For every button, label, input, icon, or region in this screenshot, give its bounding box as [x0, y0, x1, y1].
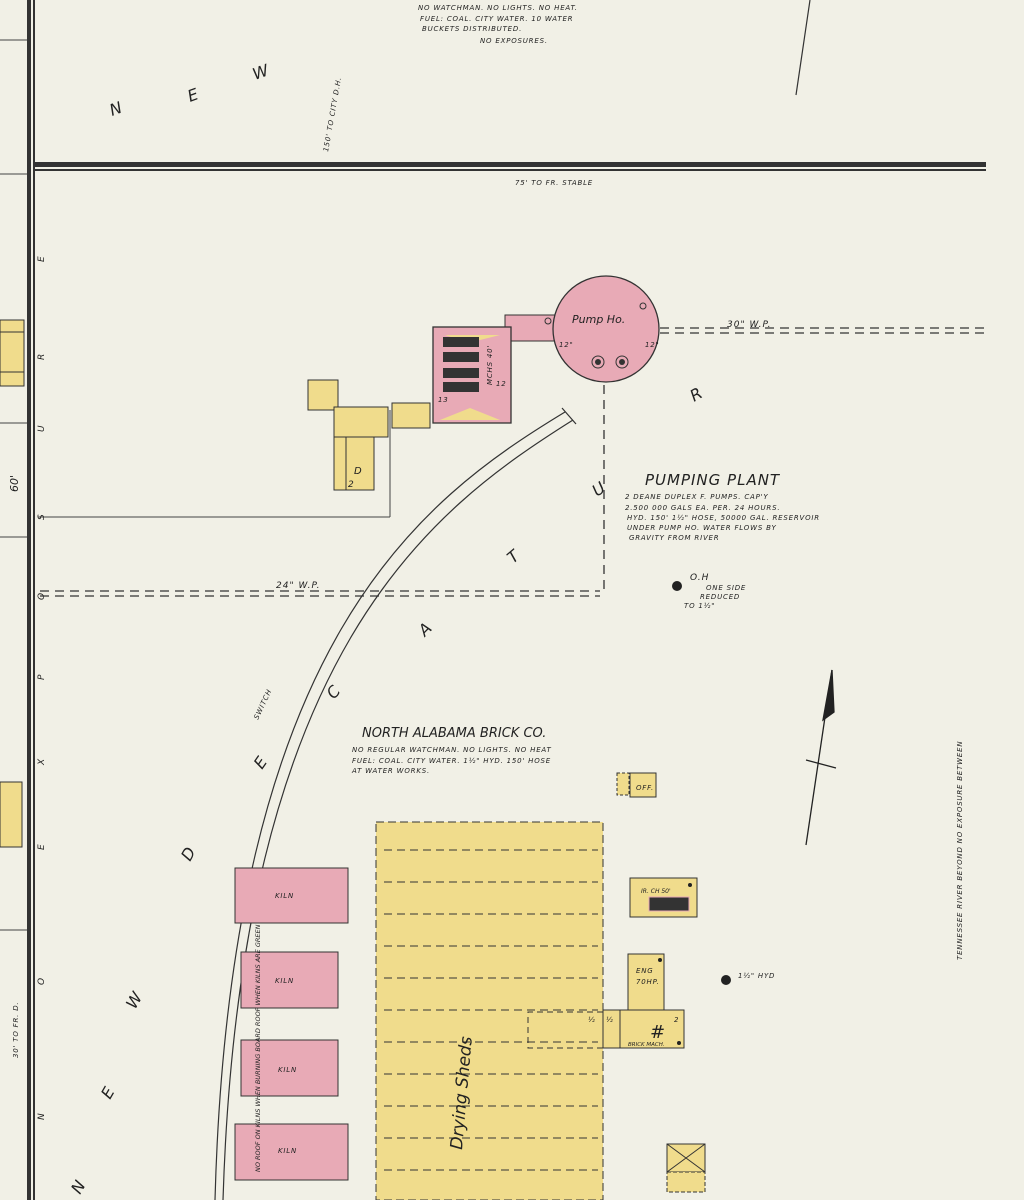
dry-hydrant: O.H ONE SIDE REDUCED TO 1½"	[672, 573, 746, 610]
kilns: KILN KILN KILN KILN NO ROOF ON KILNS WHE…	[234, 867, 349, 1181]
svg-text:E: E	[250, 752, 272, 772]
svg-text:U: U	[37, 425, 47, 432]
svg-text:W: W	[250, 60, 272, 84]
svg-text:13: 13	[438, 396, 449, 404]
svg-text:AT WATER WORKS.: AT WATER WORKS.	[351, 767, 430, 775]
pump-house: Pump Ho. 12" 12"	[504, 275, 660, 383]
svg-text:U: U	[588, 478, 609, 500]
hydrant-icon: 1½" HYD	[721, 972, 775, 985]
svg-text:70HP.: 70HP.	[636, 978, 660, 986]
fr-d-label: 30' TO FR. D.	[12, 1002, 20, 1058]
fr-stable-label: 75' TO FR. STABLE	[515, 179, 593, 187]
office: OFF.	[616, 772, 657, 798]
svg-text:N: N	[37, 1113, 47, 1120]
svg-text:ONE SIDE: ONE SIDE	[706, 584, 746, 592]
svg-text:MCHS 40': MCHS 40'	[486, 345, 494, 385]
svg-text:12": 12"	[559, 341, 574, 349]
svg-text:1½" HYD: 1½" HYD	[738, 972, 775, 980]
svg-text:OFF.: OFF.	[636, 784, 654, 792]
top-note-line: FUEL: COAL. CITY WATER. 10 WATER	[420, 15, 573, 23]
svg-text:R: R	[687, 383, 706, 405]
svg-text:ENG: ENG	[636, 967, 653, 975]
wp-24-label: 24" W.P.	[276, 581, 321, 591]
svg-text:2 DEANE DUPLEX F. PUMPS. CAP'Y: 2 DEANE DUPLEX F. PUMPS. CAP'Y	[625, 493, 768, 501]
svg-text:FUEL: COAL. CITY WATER. 1½" H: FUEL: COAL. CITY WATER. 1½" HYD. 150' HO…	[352, 757, 551, 765]
svg-text:O.H: O.H	[690, 573, 709, 583]
engine-and-brick-machine: ENG 70HP. # 2 BRICK MACH. ½ ½	[527, 953, 685, 1049]
svg-text:D: D	[177, 844, 200, 864]
svg-text:2.500 000 GALS EA. PER. 24 HOU: 2.500 000 GALS EA. PER. 24 HOURS.	[625, 504, 780, 512]
svg-text:GRAVITY FROM RIVER: GRAVITY FROM RIVER	[629, 534, 719, 542]
kiln-label: KILN	[275, 977, 294, 985]
svg-text:#: #	[650, 1022, 665, 1043]
street-left: E R U S O P X E O N	[37, 256, 47, 1120]
svg-text:2: 2	[348, 480, 354, 490]
switch-label: SWITCH	[253, 688, 274, 721]
city-dh-label: 150' TO CITY D.H.	[322, 76, 343, 152]
boiler-house: MCHS 40' 12 13	[432, 326, 512, 424]
svg-text:12": 12"	[645, 341, 660, 349]
dwelling-cluster: D 2	[307, 379, 431, 491]
iron-chimney-building: IR. CH 50'	[629, 877, 698, 918]
wp-30-label: 30" W.P.	[727, 320, 772, 330]
left-edge-buildings	[0, 319, 25, 848]
svg-text:IR. CH 50': IR. CH 50'	[641, 888, 671, 895]
svg-text:½: ½	[606, 1016, 614, 1024]
svg-text:UNDER PUMP HO. WATER FLOWS BY: UNDER PUMP HO. WATER FLOWS BY	[627, 524, 777, 532]
top-note-line: NO EXPOSURES.	[480, 37, 548, 45]
svg-text:NO REGULAR WATCHMAN. NO LIGHT: NO REGULAR WATCHMAN. NO LIGHTS. NO HEAT	[352, 746, 552, 754]
svg-text:W: W	[122, 988, 147, 1012]
water-pipes	[40, 327, 990, 597]
svg-text:2: 2	[674, 1016, 679, 1024]
svg-text:T: T	[503, 545, 524, 567]
svg-text:N: N	[67, 1177, 89, 1197]
svg-text:P: P	[37, 674, 47, 680]
svg-text:E: E	[97, 1083, 119, 1102]
street-new-top: N E W	[107, 60, 272, 120]
svg-text:D: D	[354, 466, 362, 477]
svg-text:E: E	[37, 844, 47, 850]
svg-text:S: S	[37, 514, 47, 520]
svg-text:X: X	[37, 758, 47, 766]
svg-text:O: O	[37, 978, 47, 985]
svg-text:E: E	[37, 256, 47, 262]
pumping-plant-title: PUMPING PLANT	[645, 471, 781, 489]
svg-text:A: A	[414, 619, 436, 641]
street-new-bottom: N E W	[67, 988, 147, 1197]
drying-sheds: Drying Sheds	[375, 821, 604, 1200]
pumping-plant-note: PUMPING PLANT 2 DEANE DUPLEX F. PUMPS. C…	[625, 471, 820, 542]
svg-text:HYD. 150' 1½" HOSE, 50000 GAL.: HYD. 150' 1½" HOSE, 50000 GAL. RESERVOIR	[627, 514, 820, 522]
kiln-label: KILN	[278, 1147, 297, 1155]
top-note: NO WATCHMAN. NO LIGHTS. NO HEAT. FUEL: C…	[418, 4, 578, 45]
svg-text:REDUCED: REDUCED	[700, 593, 740, 601]
sheet-border	[0, 0, 986, 1200]
kiln-label: KILN	[278, 1066, 297, 1074]
svg-text:½: ½	[588, 1016, 596, 1024]
svg-text:R: R	[37, 354, 47, 360]
small-shed	[666, 1143, 706, 1193]
svg-text:E: E	[185, 84, 202, 106]
north-arrow-icon	[805, 669, 837, 846]
kiln-note: NO ROOF ON KILNS WHEN BURNING BOARD ROOF…	[254, 924, 262, 1172]
river-note: TENNESSEE RIVER BEYOND NO EXPOSURE BETWE…	[956, 741, 964, 960]
kiln-label: KILN	[275, 892, 294, 900]
svg-text:TO 1½": TO 1½"	[684, 602, 715, 610]
svg-text:BRICK MACH.: BRICK MACH.	[628, 1042, 665, 1048]
svg-text:N: N	[107, 98, 125, 120]
brick-co-note: NORTH ALABAMA BRICK CO. NO REGULAR WATCH…	[351, 726, 552, 775]
pump-house-label: Pump Ho.	[572, 313, 625, 326]
brick-co-title: NORTH ALABAMA BRICK CO.	[362, 726, 546, 741]
distance-label: 60'	[8, 475, 21, 492]
top-note-line: BUCKETS DISTRIBUTED.	[422, 25, 522, 33]
svg-text:12: 12	[496, 380, 507, 388]
top-note-line: NO WATCHMAN. NO LIGHTS. NO HEAT.	[418, 4, 578, 12]
